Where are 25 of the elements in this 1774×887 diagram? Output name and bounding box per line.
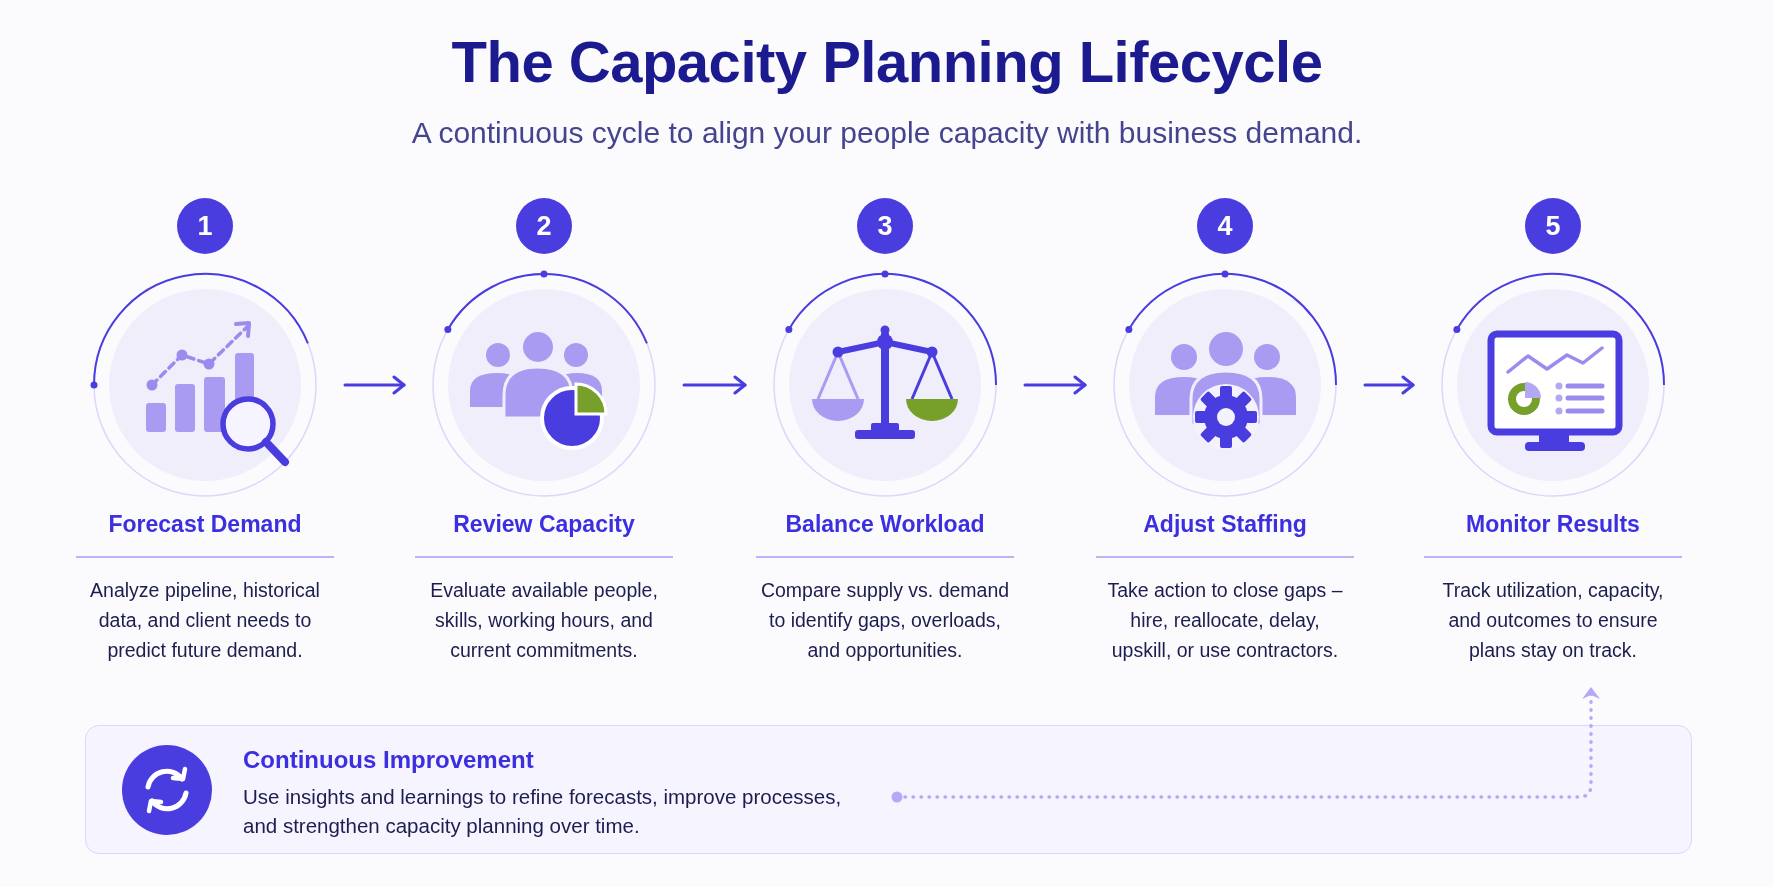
step-title: Review Capacity [453,510,635,539]
step-description: Evaluate available people, skills, working hours, and current commitments. [429,578,659,663]
step-description: Track utilization, capacity, and outcomes to ensure plans stay on track. [1441,578,1665,663]
step-title: Adjust Staffing [1143,510,1307,539]
subtitle: A continuous cycle to align your people capacity with business demand. [411,116,1363,150]
title: The Capacity Planning Lifecycle [451,30,1323,94]
step-description: Compare supply vs. demand to identify gaps, overloads, and opportunities. [759,578,1011,663]
step-number: 4 [1197,198,1253,254]
step-title: Forecast Demand [108,510,302,539]
step-number: 1 [177,198,233,254]
step-description: Analyze pipeline, historical data, and client needs to predict future demand. [89,578,321,663]
step-number: 2 [516,198,572,254]
dotted-arrow [891,686,1600,803]
arrow [1023,375,1087,395]
panel-title: Continuous Improvement [243,745,534,775]
step-number: 3 [857,198,913,254]
step-description: Take action to close gaps – hire, reallocate, delay, upskill, or use contractors. [1106,578,1344,663]
step-title: Balance Workload [785,510,985,539]
arrow [682,375,747,395]
panel-description: Use insights and learnings to refine forecasts, improve processes, and strengthen capacity planning over time. [243,784,843,839]
arrow [343,375,406,395]
step-title: Monitor Results [1466,510,1640,539]
arrow [1363,375,1415,395]
step-number: 5 [1525,198,1581,254]
improvement-panel [85,725,1692,854]
